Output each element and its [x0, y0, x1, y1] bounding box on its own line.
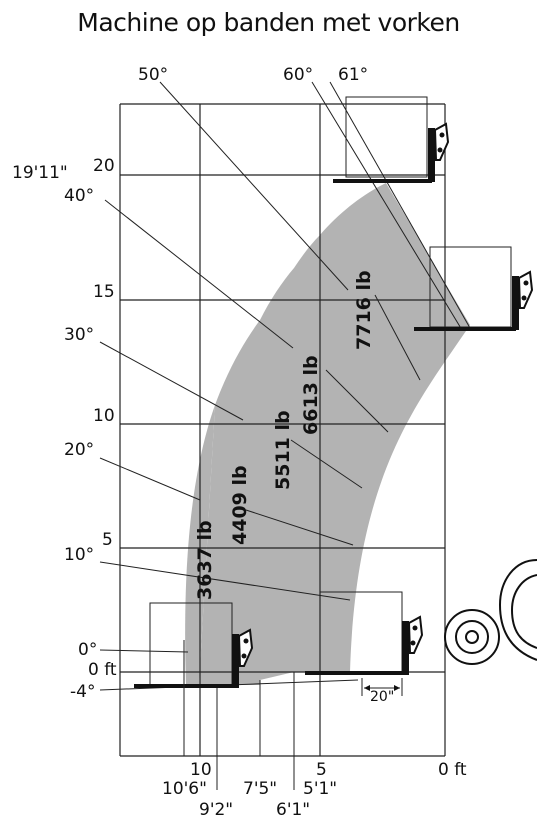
height-label-15: 15 — [93, 282, 115, 302]
angle-label-10: 10° — [64, 545, 94, 565]
angle-label-61: 61° — [338, 65, 368, 85]
max-height-label: 19'11" — [12, 163, 68, 183]
grid — [119, 103, 446, 757]
zone-4409 — [199, 320, 260, 685]
angle-label-minus4: -4° — [70, 682, 95, 702]
load-center-dimension — [361, 678, 403, 696]
capacity-label-7716: 7716 lb — [353, 270, 375, 350]
angle-label-0: 0° — [78, 640, 97, 660]
dim-label-10-6: 10'6" — [162, 779, 207, 799]
capacity-label-4409: 4409 lb — [229, 465, 251, 545]
reach-label-10: 10 — [190, 760, 212, 780]
dim-label-5-1: 5'1" — [303, 779, 337, 799]
angle-label-20: 20° — [64, 440, 94, 460]
angle-label-30: 30° — [64, 325, 94, 345]
height-label-10: 10 — [93, 406, 115, 426]
height-label-20: 20 — [93, 156, 115, 176]
dim-label-7-5: 7'5" — [243, 779, 277, 799]
load-center-label: 20" — [370, 689, 394, 705]
dim-label-6-1: 6'1" — [276, 800, 310, 820]
capacity-label-6613: 6613 lb — [300, 355, 322, 435]
capacity-label-3637: 3637 lb — [194, 520, 216, 600]
fork-top — [333, 122, 450, 183]
reach-label-5: 5 — [316, 760, 327, 780]
dim-label-9-2: 9'2" — [199, 800, 233, 820]
machine-front — [444, 559, 537, 665]
angle-label-40: 40° — [64, 186, 94, 206]
zone-7716 — [320, 183, 470, 672]
zone-5511 — [260, 268, 294, 680]
capacity-label-5511: 5511 lb — [272, 410, 294, 490]
reach-dimension-lines — [183, 640, 295, 790]
angle-label-60: 60° — [283, 65, 313, 85]
fork-low-right — [305, 615, 424, 675]
height-label-0: 0 ft — [88, 660, 117, 680]
angle-label-50: 50° — [138, 65, 168, 85]
fork-mid — [414, 270, 534, 331]
load-box-top — [345, 96, 428, 178]
diagram-title: Machine op banden met vorken — [77, 8, 460, 37]
reach-label-0: 0 ft — [438, 760, 467, 780]
fork-low-left — [134, 628, 254, 688]
height-label-5: 5 — [102, 530, 113, 550]
zone-6613 — [294, 235, 320, 672]
